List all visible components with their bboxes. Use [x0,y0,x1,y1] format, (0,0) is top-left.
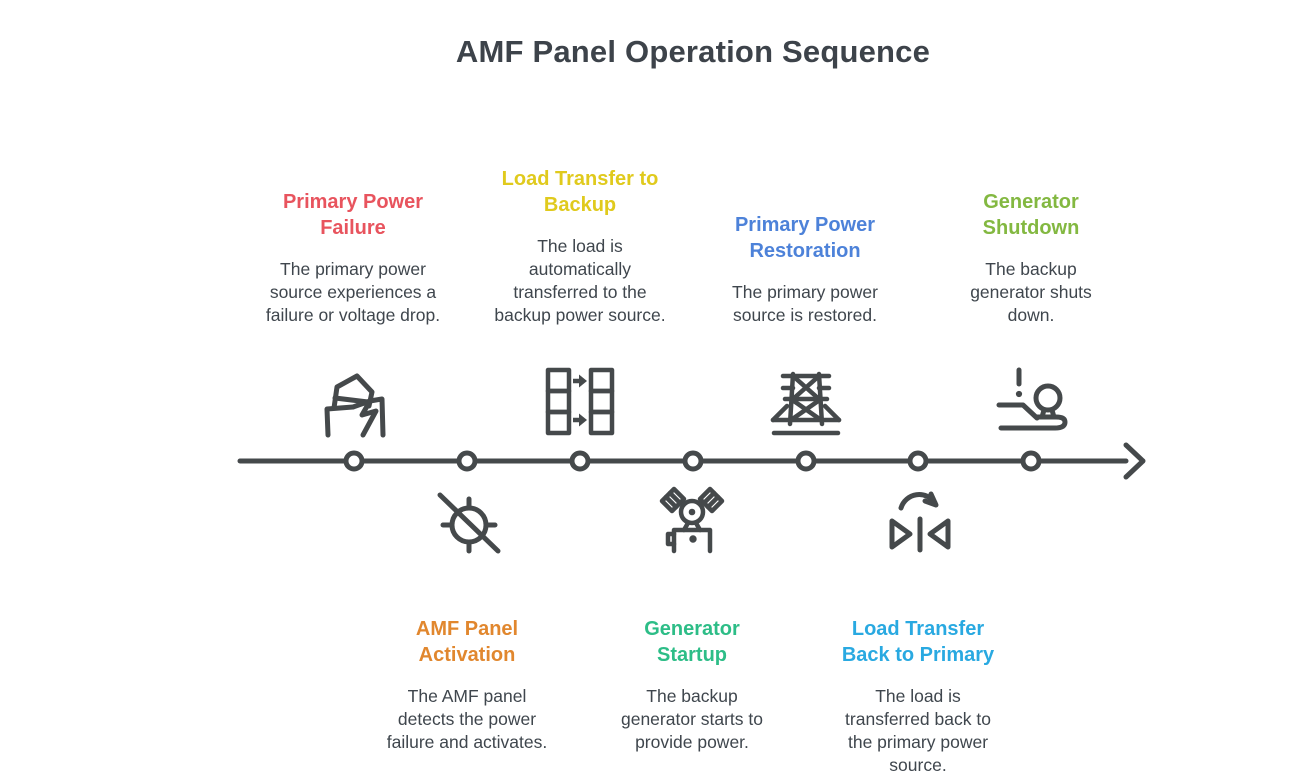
engine-generator-icon [652,479,732,559]
step-generator-shutdown: Generator Shutdown The backup generator … [954,189,1108,327]
step-description: The backup generator shuts down. [970,259,1092,325]
step-description: The primary power source is restored. [732,282,878,325]
timeline-arrowhead [1123,442,1146,480]
timeline-node-6 [907,450,929,472]
step-primary-power-failure: Primary Power Failure The primary power … [265,189,441,327]
step-description: The load is automatically transferred to… [494,236,666,325]
step-generator-startup: Generator Startup The backup generator s… [612,616,772,754]
step-load-transfer-back-to-primary: Load Transfer Back to Primary The load i… [835,616,1001,777]
step-amf-panel-activation: AMF Panel Activation The AMF panel detec… [378,616,556,754]
step-label: Generator Startup [644,618,740,666]
shutdown-lever-icon [993,360,1073,440]
timeline-node-7 [1020,450,1042,472]
step-description: The AMF panel detects the power failure … [386,686,548,752]
step-load-transfer-to-backup: Load Transfer to Backup The load is auto… [490,166,670,327]
step-description: The load is transferred back to the prim… [845,686,991,775]
flip-back-arrow-icon [880,477,960,557]
page-title: AMF Panel Operation Sequence [455,34,931,69]
step-label: AMF Panel Activation [415,618,519,666]
step-description: The backup generator starts to provide p… [620,686,764,752]
broken-house-lightning-icon [313,363,393,443]
load-transfer-cells-icon [540,362,620,442]
timeline-node-3 [569,450,591,472]
step-primary-power-restoration: Primary Power Restoration The primary po… [716,212,894,327]
step-label: Primary Power Restoration [734,214,876,262]
step-label: Generator Shutdown [982,191,1080,239]
sun-outage-slash-icon [428,480,508,560]
timeline-node-4 [682,450,704,472]
timeline-node-5 [795,450,817,472]
transmission-tower-icon [766,362,846,442]
timeline-node-2 [456,450,478,472]
step-label: Primary Power Failure [282,191,424,239]
step-label: Load Transfer Back to Primary [841,618,995,666]
timeline-node-1 [343,450,365,472]
step-label: Load Transfer to Backup [501,168,659,216]
step-description: The primary power source experiences a f… [265,259,441,325]
